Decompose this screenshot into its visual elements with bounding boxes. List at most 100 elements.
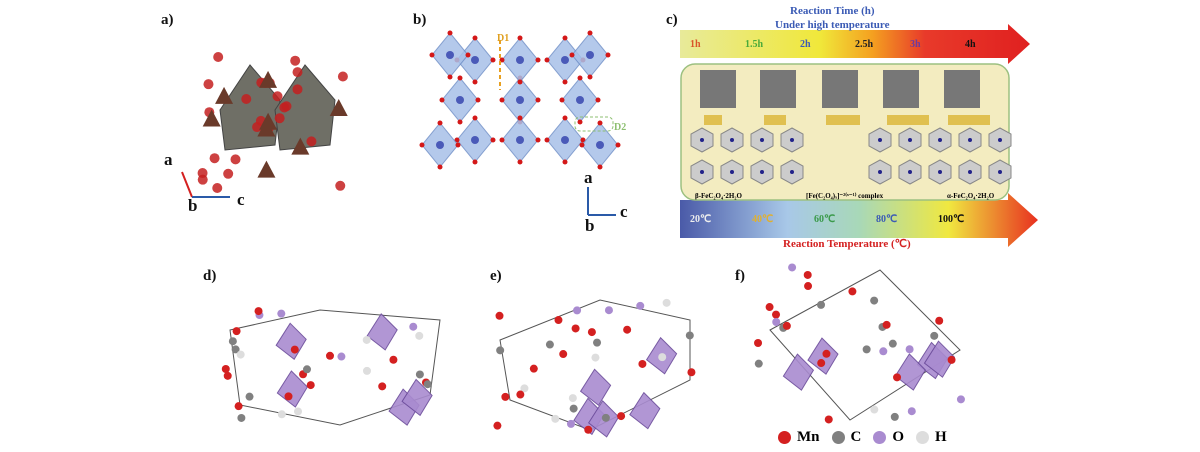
atom [765, 303, 774, 312]
oxygen-atom [209, 153, 220, 164]
atom [294, 407, 303, 416]
metal-atom [596, 141, 604, 149]
oxygen-atom [223, 168, 234, 179]
reaction-temp-title: Reaction Temperature (℃) [783, 238, 911, 250]
legend-label: H [935, 429, 947, 445]
tetrahedron [215, 86, 234, 104]
metal-atom [456, 96, 464, 104]
atom [687, 368, 696, 377]
temp-label: 100℃ [938, 214, 965, 225]
atom [788, 263, 797, 272]
fe-atom [878, 138, 882, 142]
mn-octahedron [923, 340, 956, 378]
panel-label-e: e) [490, 268, 502, 284]
oxygen-atom [605, 52, 611, 58]
oxygen-atom [335, 180, 346, 191]
oxygen-atom [580, 137, 586, 143]
atom [306, 381, 315, 390]
legend-label: O [892, 429, 905, 445]
oxygen-atom [454, 137, 460, 143]
metal-atom [516, 56, 524, 64]
metal-atom [471, 56, 479, 64]
atom [658, 353, 667, 362]
atom [754, 359, 763, 368]
oxygen-atom [587, 30, 593, 36]
atom [303, 365, 312, 374]
tetrahedron [259, 70, 278, 88]
legend-c-swatch [831, 431, 845, 444]
sem-image [944, 70, 980, 108]
panel-label-d: d) [203, 268, 217, 284]
oxygen-atom [281, 101, 292, 112]
oxygen-atom [517, 115, 523, 121]
atom [601, 413, 610, 422]
mn-octahedron [579, 368, 612, 407]
atom [879, 347, 888, 356]
atom [568, 394, 577, 403]
oxygen-atom [212, 182, 223, 193]
sem-image [883, 70, 919, 108]
oxygen-atom [213, 52, 224, 63]
atom [378, 382, 387, 391]
atom [638, 359, 647, 368]
temp-label: 20℃ [690, 214, 712, 225]
d2-marker [574, 116, 614, 132]
oxygen-atom [517, 159, 523, 165]
atom [893, 373, 902, 382]
tetrahedron [259, 112, 278, 130]
oxygen-atom [562, 35, 568, 41]
mn-octahedron [894, 353, 926, 391]
legend-label: C [850, 429, 862, 445]
atom [221, 365, 230, 374]
atom [571, 324, 580, 333]
atom [803, 270, 812, 279]
atom [569, 404, 578, 413]
tetrahedron [202, 109, 221, 127]
metal-atom [561, 136, 569, 144]
atom [890, 412, 899, 421]
oxygen-atom [306, 136, 317, 147]
time-label: 1.5h [745, 39, 764, 50]
oxygen-atom [337, 71, 348, 82]
atom [636, 301, 645, 310]
metal-atom [516, 136, 524, 144]
time-label: 3h [910, 39, 921, 50]
axis-c-label-b: c [620, 202, 628, 221]
oxygen-atom [292, 67, 303, 78]
fe-atom [760, 170, 764, 174]
oxygen-atom [579, 142, 585, 148]
beta-label: β-FeC₂O₄·2H₂O [695, 192, 742, 200]
atom [882, 320, 891, 329]
oxygen-atom [292, 84, 303, 95]
atom [423, 380, 432, 389]
fe-atom [700, 138, 704, 142]
atom [862, 345, 871, 354]
atom [584, 425, 593, 434]
oxygen-atom [544, 137, 550, 143]
atom [907, 407, 916, 416]
oxygen-atom [595, 97, 601, 103]
atom [234, 402, 243, 411]
fe-atom [878, 170, 882, 174]
atom [593, 338, 602, 347]
oxygen-atom [559, 97, 565, 103]
oxygen-atom [455, 142, 461, 148]
sem-image [700, 70, 736, 108]
oxygen-atom [577, 75, 583, 81]
atom [551, 414, 560, 423]
atom [415, 331, 424, 340]
fe-atom [730, 138, 734, 142]
oxygen-atom [499, 137, 505, 143]
fe-atom [998, 170, 1002, 174]
metal-atom [586, 51, 594, 59]
oxygen-atom [274, 113, 285, 124]
oxygen-atom [457, 119, 463, 125]
oxygen-atom [447, 30, 453, 36]
complex-label: [Fe(C₂O₄)ₓ]⁻²⁽ˣ⁻¹⁾ complex [806, 192, 884, 200]
oxygen-atom [597, 164, 603, 170]
atom [231, 345, 240, 354]
atom [804, 282, 813, 291]
atom [545, 340, 554, 349]
oxygen-atom [597, 120, 603, 126]
